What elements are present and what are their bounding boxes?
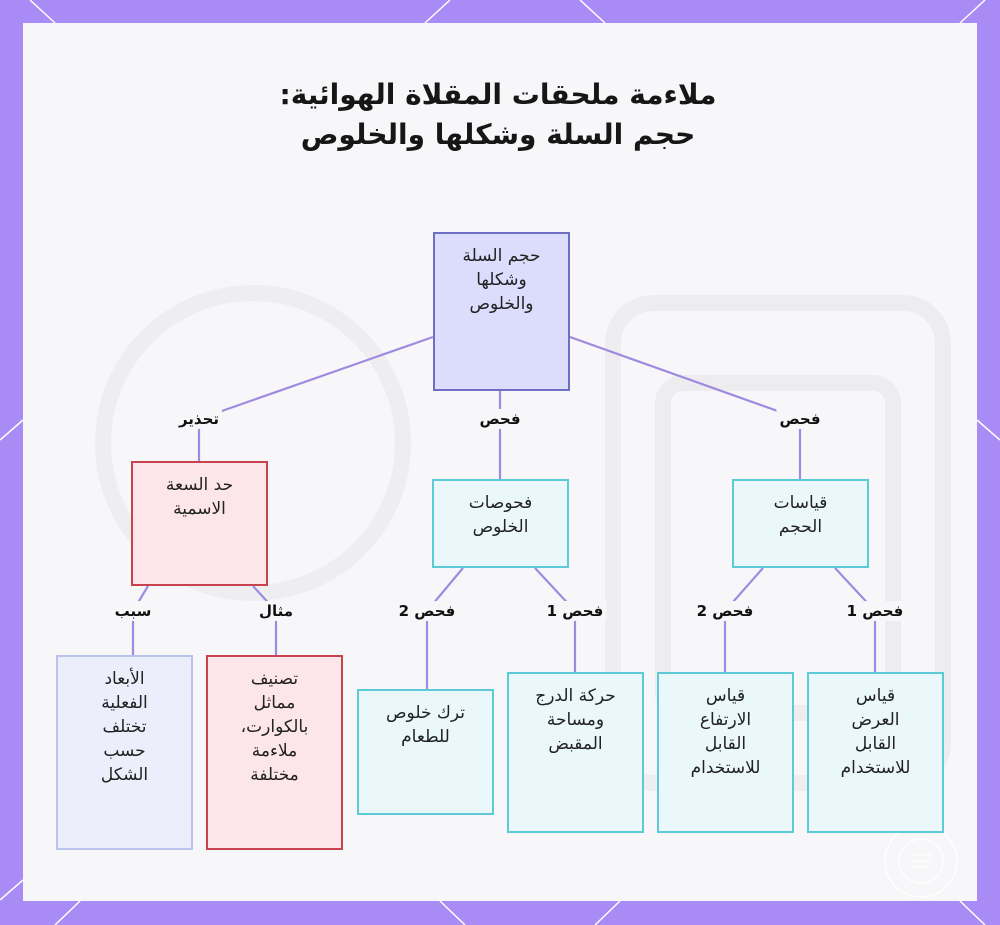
edge-root-capacity xyxy=(197,335,434,461)
edge-label-check-clearance: فحص xyxy=(476,409,524,429)
edge-label-reason: سبب xyxy=(111,601,155,621)
node-same-quart-rating-example: تصنيف مماثل بالكوارت، ملاءمة مختلفة xyxy=(206,655,343,850)
node-size-measurements: قياسات الحجم xyxy=(732,479,869,568)
node-drawer-handle-space: حركة الدرج ومساحة المقبض xyxy=(507,672,644,833)
node-usable-height: قياس الارتفاع القابل للاستخدام xyxy=(657,672,794,833)
edge-label-clearance-check-2: فحص 2 xyxy=(395,601,459,621)
edge-label-size-check-1: فحص 1 xyxy=(843,601,907,621)
edge-label-example: مثال xyxy=(255,601,297,621)
edge-clearance-food xyxy=(425,567,464,689)
diagram-canvas: ملاءمة ملحقات المقلاة الهوائية: حجم السل… xyxy=(23,23,977,901)
diagram-title: ملاءمة ملحقات المقلاة الهوائية: حجم السل… xyxy=(279,78,717,151)
edge-label-check-size: فحص xyxy=(776,409,824,429)
edge-root-size xyxy=(569,335,802,479)
edge-label-size-check-2: فحص 2 xyxy=(693,601,757,621)
node-basket-size-shape-clearance: حجم السلة وشكلها والخلوص xyxy=(433,232,570,391)
logo-icon xyxy=(884,824,958,898)
node-leave-food-clearance: ترك خلوص للطعام xyxy=(357,689,494,815)
node-actual-dimensions-vary: الأبعاد الفعلية تختلف حسب الشكل xyxy=(56,655,193,850)
edge-label-warning: تحذير xyxy=(175,409,223,429)
edge-label-clearance-check-1: فحص 1 xyxy=(543,601,607,621)
node-clearance-checks: فحوصات الخلوص xyxy=(432,479,569,568)
node-nominal-capacity-limit: حد السعة الاسمية xyxy=(131,461,268,586)
node-usable-width: قياس العرض القابل للاستخدام xyxy=(807,672,944,833)
